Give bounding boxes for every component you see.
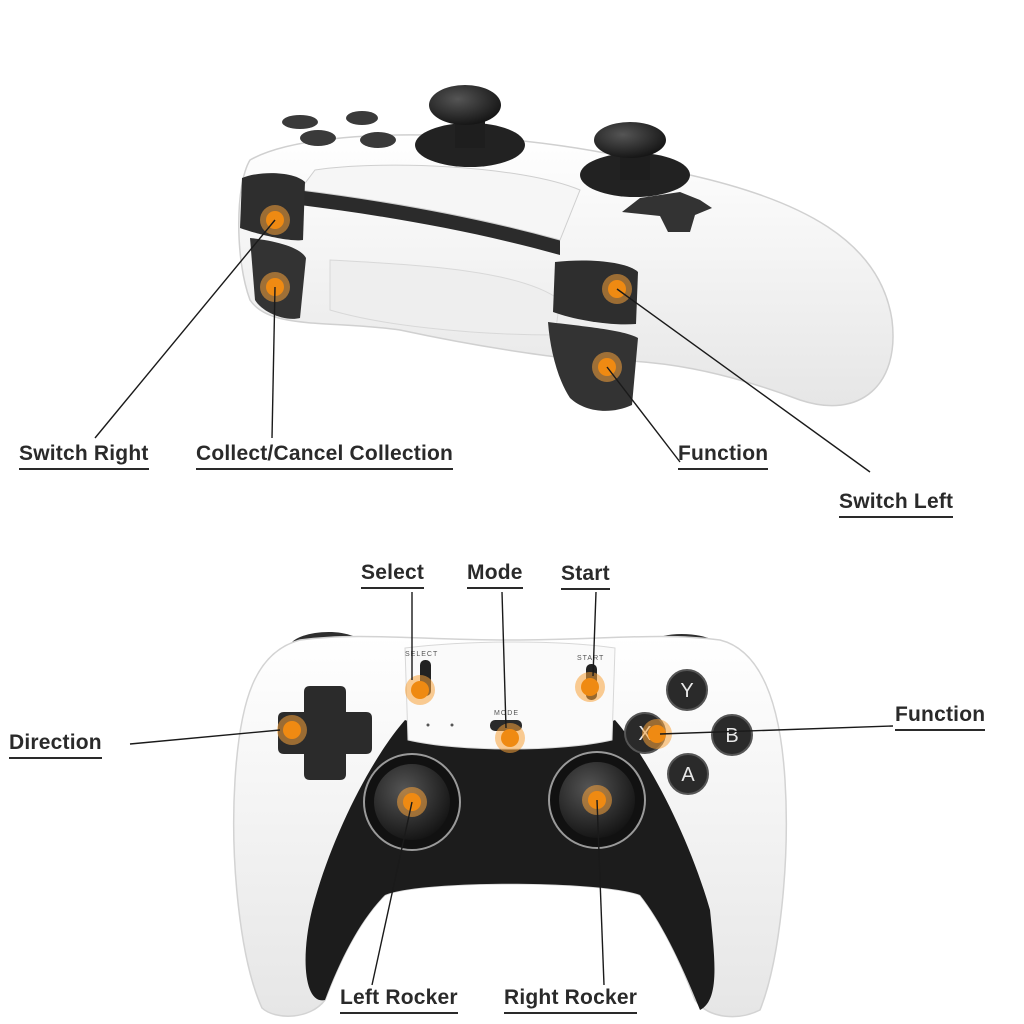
leader-mode xyxy=(501,591,507,729)
button-b[interactable]: B xyxy=(711,714,753,756)
front-led xyxy=(426,723,430,727)
top-belt xyxy=(300,190,560,255)
top-right-stick xyxy=(580,122,690,197)
front-start-print: START xyxy=(577,655,604,662)
svg-text:B: B xyxy=(725,725,738,747)
leader-right-rocker xyxy=(596,799,605,986)
front-select-print: SELECT xyxy=(405,651,438,658)
label-switch-right: Switch Right xyxy=(19,442,149,470)
highlight-start xyxy=(575,672,605,702)
top-dpad xyxy=(622,192,712,232)
label-left-rocker: Left Rocker xyxy=(340,986,458,1014)
highlight-select xyxy=(405,675,435,705)
top-view-controller xyxy=(94,85,894,473)
label-switch-left: Switch Left xyxy=(839,490,954,518)
button-y[interactable]: Y xyxy=(666,669,708,711)
leader-direction xyxy=(129,729,281,745)
svg-text:A: A xyxy=(681,764,695,786)
leader-collect xyxy=(271,286,276,439)
front-led xyxy=(450,723,454,727)
label-collect: Collect/Cancel Collection xyxy=(196,442,454,470)
front-touchpad xyxy=(404,641,616,750)
label-start: Start xyxy=(561,562,610,590)
leader-switch-left xyxy=(616,288,871,473)
highlight-mode xyxy=(495,723,525,753)
label-select: Select xyxy=(361,561,425,589)
top-touchpad xyxy=(299,164,581,241)
front-mode-print: MODE xyxy=(494,710,519,717)
label-function-front: Function xyxy=(895,703,986,731)
front-dpad[interactable] xyxy=(278,686,372,780)
label-direction: Direction xyxy=(9,731,102,759)
top-face-button xyxy=(346,111,378,125)
leader-function-top xyxy=(606,366,681,463)
label-function-top: Function xyxy=(678,442,769,470)
top-face-button xyxy=(360,132,396,148)
leader-left-rocker xyxy=(371,801,413,986)
leader-switch-right xyxy=(94,219,276,439)
button-a[interactable]: A xyxy=(667,753,709,795)
leader-start xyxy=(592,591,597,677)
highlight-function-front xyxy=(642,719,672,749)
front-view-controller: SELECT MODE START Y X B A xyxy=(129,591,894,1018)
leader-function-front xyxy=(659,725,894,735)
label-right-rocker: Right Rocker xyxy=(504,986,638,1014)
top-face-button xyxy=(282,115,318,129)
top-left-stick xyxy=(415,85,525,167)
label-mode: Mode xyxy=(467,561,523,589)
svg-text:Y: Y xyxy=(680,680,693,702)
top-face-button xyxy=(300,130,336,146)
highlight-direction xyxy=(277,715,307,745)
